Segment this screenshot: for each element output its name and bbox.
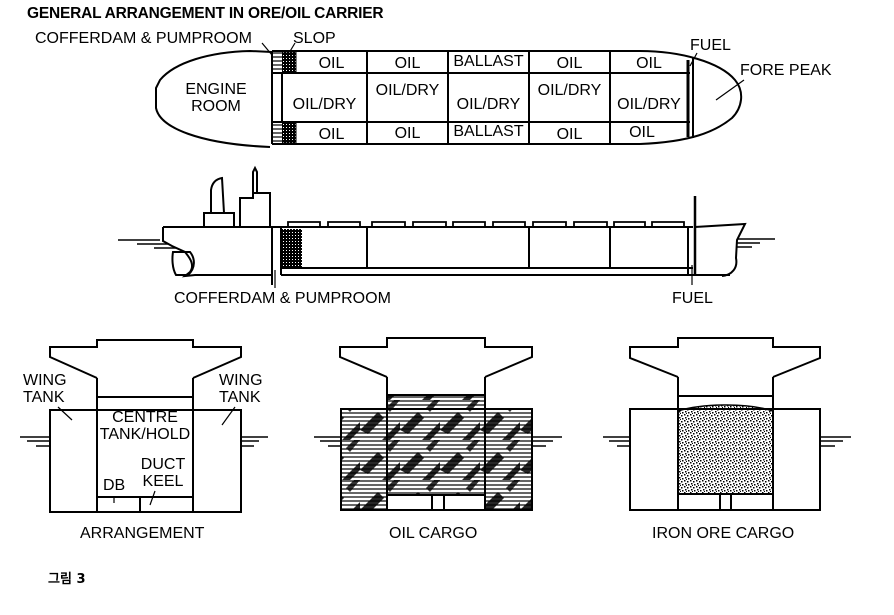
- label-fore-peak: FORE PEAK: [740, 62, 832, 79]
- label-fuel-plan: FUEL: [690, 37, 731, 54]
- tank-bottom-5: OIL: [629, 124, 655, 141]
- label-fuel-profile: FUEL: [672, 290, 713, 307]
- duct-line1: DUCT: [140, 456, 186, 473]
- accommodation: [239, 192, 271, 227]
- slop-tank-bottom: [281, 122, 297, 144]
- section-oil-cargo: [314, 337, 562, 511]
- mast: [252, 165, 258, 193]
- label-centre-tank-hold: CENTRE TANK/HOLD: [95, 409, 195, 443]
- centre-line1: CENTRE: [112, 409, 178, 426]
- label-cofferdam-pumproom-plan: COFFERDAM & PUMPROOM: [35, 30, 252, 47]
- tank-top-5: OIL: [636, 55, 662, 72]
- funnel: [210, 176, 225, 214]
- profile-view: [118, 165, 775, 288]
- tank-top-3: BALLAST: [453, 53, 524, 70]
- tank-mid-1: OIL/DRY: [292, 96, 357, 113]
- engine-room-outline: [155, 49, 273, 148]
- slop-tank-top: [281, 51, 297, 73]
- tank-bottom-1: OIL: [318, 126, 345, 143]
- diagram-title: GENERAL ARRANGEMENT IN ORE/OIL CARRIER: [27, 5, 384, 22]
- label-duct-keel: DUCT KEEL: [137, 456, 189, 490]
- wing-tank-right-line2: TANK: [219, 389, 261, 406]
- label-db: DB: [103, 477, 126, 494]
- pumproom-shading-profile: [282, 229, 302, 267]
- tank-mid-2: OIL/DRY: [375, 82, 440, 99]
- pumproom-bottom: [273, 123, 282, 143]
- tank-mid-5: OIL/DRY: [617, 96, 681, 113]
- tank-bottom-2: OIL: [394, 125, 421, 142]
- deck-outline: [49, 339, 242, 379]
- ore-pile: [677, 404, 774, 495]
- caption-iron-ore-cargo: IRON ORE CARGO: [652, 525, 795, 542]
- bow-outline: [639, 50, 743, 145]
- pumproom-top: [273, 52, 282, 72]
- rudder: [171, 251, 195, 276]
- wing-tank-right-line1: WING: [219, 372, 263, 389]
- duct-line2: KEEL: [142, 473, 184, 490]
- label-slop: SLOP: [293, 30, 336, 47]
- tank-top-1: OIL: [318, 55, 345, 72]
- engine-room-line2: ROOM: [191, 98, 241, 115]
- label-engine-room: ENGINE ROOM: [176, 81, 256, 115]
- engine-room-line1: ENGINE: [185, 81, 247, 98]
- section-iron-ore: [603, 337, 851, 511]
- label-wing-tank-right: WING TANK: [219, 372, 263, 406]
- tank-mid-4: OIL/DRY: [537, 82, 602, 99]
- tank-top-2: OIL: [394, 55, 421, 72]
- label-cofferdam-pumproom-profile: COFFERDAM & PUMPROOM: [174, 290, 391, 307]
- section-arrangement: [20, 339, 268, 513]
- caption-arrangement: ARRANGEMENT: [80, 525, 205, 542]
- tank-mid-3: OIL/DRY: [456, 96, 521, 113]
- tank-top-4: OIL: [556, 55, 583, 72]
- centre-line2: TANK/HOLD: [99, 426, 191, 443]
- wing-tank-left-line2: TANK: [23, 389, 65, 406]
- caption-oil-cargo: OIL CARGO: [389, 525, 478, 542]
- bow: [694, 222, 747, 277]
- wing-tank-left-line1: WING: [23, 372, 67, 389]
- tank-bottom-4: OIL: [556, 126, 583, 143]
- figure-caption: 그림 3: [48, 572, 86, 587]
- label-wing-tank-left: WING TANK: [23, 372, 67, 406]
- tank-bottom-3: BALLAST: [453, 123, 524, 140]
